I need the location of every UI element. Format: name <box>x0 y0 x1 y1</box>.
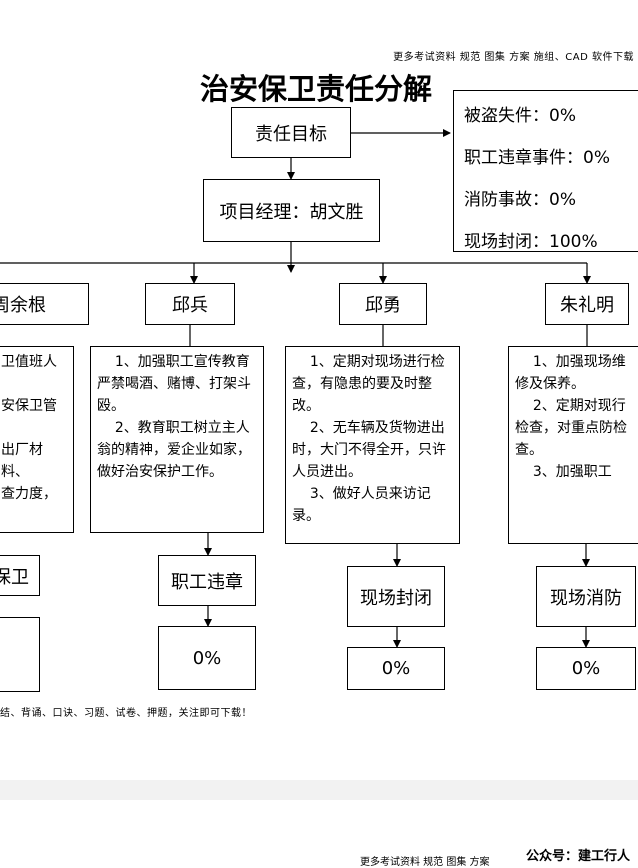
root-node: 责任目标 <box>231 107 351 158</box>
header-text: 更多考试资料 规范 图集 方案 施组、CAD 软件下载 <box>393 52 634 63</box>
branch-sub-value-box <box>0 617 40 692</box>
branch-sub-value-box: 0% <box>347 647 445 690</box>
branch-sub-value: 0% <box>381 658 411 679</box>
root-label: 责任目标 <box>255 123 327 145</box>
branch-sub-label-box: 保卫 <box>0 555 40 596</box>
footer-text: 结、背诵、口诀、习题、试卷、押题，关注即可下载！ <box>0 708 252 719</box>
page-gap <box>0 780 638 800</box>
branch-sub-label-box: 现场消防 <box>536 566 636 627</box>
document-page: 更多考试资料 规范 图集 方案 施组、CAD 软件下载 治安保卫责任分解 <box>0 52 638 719</box>
next-page <box>0 800 638 861</box>
branch-name: 周余根 <box>0 295 46 316</box>
branch-duty-text: 1、加强职工宣传教育 严禁喝酒、赌博、打架斗殴。 2、教育职工树立主人翁的精神，… <box>90 346 264 533</box>
goal-item: 职工违章事件：0% <box>464 148 610 168</box>
goal-item: 现场封闭：100% <box>464 232 598 252</box>
branch-sub-label: 现场封闭 <box>360 587 432 609</box>
branch-duty-text: 1、加强现场维修及保养。 2、定期对现行检查，对重点防检查。 3、加强职工 <box>508 346 638 544</box>
branch-name: 朱礼明 <box>560 295 614 316</box>
branch-sub-label-box: 职工违章 <box>158 555 256 606</box>
branch-sub-label: 职工违章 <box>171 571 243 593</box>
branch-name-box: 邱勇 <box>339 283 427 325</box>
branch-duty-text: 卫值班人 安保卫管 出厂材料、 查力度， <box>0 346 74 533</box>
branch-name-box: 邱兵 <box>145 283 235 325</box>
goal-item: 消防事故：0% <box>464 190 576 210</box>
branch-sub-value: 0% <box>571 658 601 679</box>
branch-sub-value-box: 0% <box>158 626 256 690</box>
branch-name: 邱兵 <box>172 295 208 316</box>
branch-sub-value: 0% <box>192 647 222 669</box>
goals-box: 被盗失件：0% 职工违章事件：0% 消防事故：0% 现场封闭：100% <box>453 90 638 252</box>
manager-label: 项目经理：胡文胜 <box>219 201 364 223</box>
branch-name: 邱勇 <box>365 295 401 316</box>
manager-node: 项目经理：胡文胜 <box>203 179 380 242</box>
watermark-text: 公众号：建工行人 <box>526 849 631 864</box>
branch-sub-label: 现场消防 <box>550 587 622 609</box>
goal-item: 被盗失件：0% <box>464 106 576 126</box>
branch-sub-label-box: 现场封闭 <box>347 566 445 627</box>
branch-sub-label: 保卫 <box>0 566 29 588</box>
branch-name-box: 朱礼明 <box>545 283 629 325</box>
branch-sub-value-box: 0% <box>536 647 636 690</box>
diagram-title: 治安保卫责任分解 <box>200 72 433 106</box>
connector-lines <box>0 129 591 648</box>
branch-duty-text: 1、定期对现场进行检查，有隐患的要及时整改。 2、无车辆及货物进出时，大门不得全… <box>285 346 460 544</box>
branch-name-box: 周余根 <box>0 283 89 325</box>
